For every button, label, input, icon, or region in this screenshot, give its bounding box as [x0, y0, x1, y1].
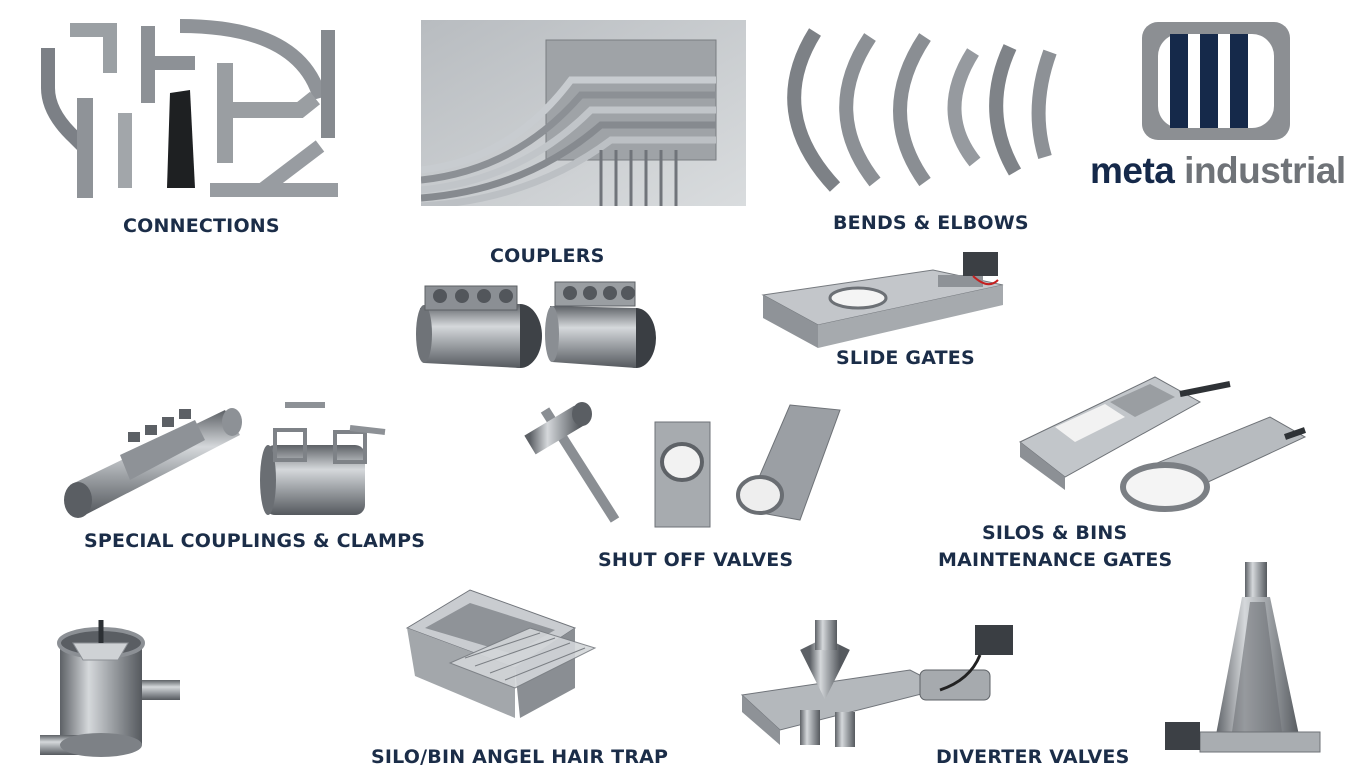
- slide-gates-image: [761, 252, 1004, 348]
- label-special-couplings: SPECIAL COUPLINGS & CLAMPS: [84, 530, 426, 552]
- label-slide-gates: SLIDE GATES: [836, 347, 975, 369]
- couplers-image: [416, 281, 656, 368]
- brand-wordmark: meta industrial: [1090, 150, 1346, 192]
- connections-image: [41, 19, 338, 198]
- label-shut-off-valves: SHUT OFF VALVES: [598, 549, 794, 571]
- label-couplers: COUPLERS: [490, 245, 605, 267]
- bends-elbows-image: [787, 28, 1057, 192]
- brand-name-part1: meta: [1090, 150, 1175, 191]
- meta-industrial-logo: [1142, 22, 1290, 140]
- maintenance-gates-image: [1019, 376, 1307, 512]
- label-connections: CONNECTIONS: [123, 215, 280, 237]
- trap-cylinder-image: [40, 620, 180, 757]
- label-bends-elbows: BENDS & ELBOWS: [833, 212, 1029, 234]
- label-silos-bins-line2: MAINTENANCE GATES: [938, 549, 1173, 571]
- couplers-photo: [421, 20, 746, 206]
- diverter-valves-image: [740, 620, 1013, 747]
- shut-off-valves-image: [524, 402, 841, 528]
- angel-hair-trap-image: [405, 589, 597, 718]
- label-diverter-valves: DIVERTER VALVES: [936, 746, 1130, 768]
- brand-name-part2: industrial: [1184, 150, 1346, 191]
- label-silos-bins-line1: SILOS & BINS: [982, 522, 1128, 544]
- label-angel-hair-trap: SILO/BIN ANGEL HAIR TRAP: [371, 746, 669, 768]
- cone-separator-image: [1165, 562, 1321, 753]
- special-couplings-image: [64, 402, 386, 518]
